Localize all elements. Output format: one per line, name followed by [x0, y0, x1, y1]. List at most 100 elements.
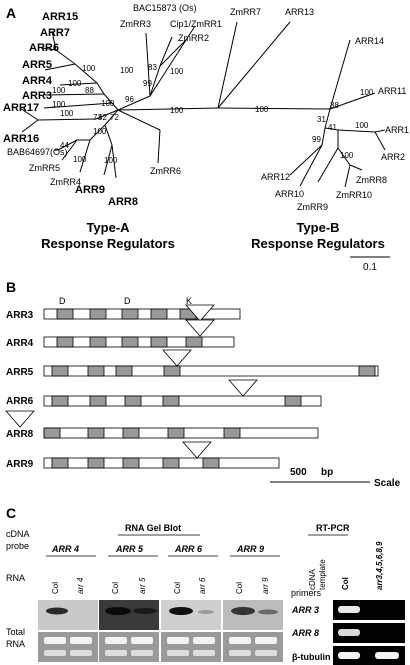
rrna-band: [167, 650, 189, 656]
type-a-title: Type-A: [86, 220, 130, 235]
leaf-label: ARR9: [75, 184, 105, 196]
bootstrap-value: 100: [93, 127, 107, 136]
rtpcr-gels: [333, 600, 405, 665]
panel-c-left-labels: cDNA probe RNA Total RNA: [6, 529, 30, 649]
pcr-band: [338, 606, 360, 613]
gene-scale-word: Scale: [374, 478, 401, 489]
leaf-label: ARR16: [3, 133, 39, 145]
rrna-band: [229, 650, 251, 656]
gene-structures: [5, 304, 379, 483]
blot-arr4: [38, 600, 98, 630]
blot-arr9: [223, 600, 283, 630]
bootstrap-value: 100: [255, 105, 269, 114]
gene-structure-arr3: [43, 304, 241, 322]
rrna-band: [193, 637, 215, 644]
rna-label: RNA: [6, 573, 25, 583]
bootstrap-value: 38: [330, 101, 339, 110]
bootstrap-value: 100: [120, 66, 134, 75]
rrna-band: [105, 637, 127, 644]
bootstrap-value: 100: [101, 99, 115, 108]
gene-label: ARR3: [6, 310, 34, 321]
leaf-label: ARR13: [285, 7, 314, 17]
clade-titles: Type-A Response Regulators Type-B Respon…: [41, 220, 385, 251]
pcr-band: [338, 629, 360, 636]
bootstrap-value: 100: [104, 156, 118, 165]
bootstrap-value: 88: [85, 86, 94, 95]
probe-header: ARR 4: [51, 544, 79, 554]
primer-label: β-tubulin: [292, 652, 330, 662]
panel-a-letter: A: [6, 5, 16, 21]
leaf-label: ZmRR3: [120, 19, 151, 29]
rtpcr-gel-tubulin: [333, 646, 405, 665]
bootstrap-value: 100: [355, 121, 369, 130]
bootstrap-value: 83: [148, 63, 157, 72]
gene-scale-unit: bp: [321, 467, 333, 478]
rrna-band: [131, 650, 153, 656]
type-b-title: Type-B: [296, 220, 339, 235]
motif-d-label: D: [59, 296, 66, 306]
primer-label: ARR 8: [291, 628, 319, 638]
leaf-label: ZmRR10: [336, 190, 372, 200]
gel-blot-title: RNA Gel Blot: [125, 523, 181, 533]
rrna-band: [229, 637, 251, 644]
rrna-band: [44, 637, 66, 644]
gene-structure-arr9: [43, 441, 280, 469]
rrna-band: [193, 650, 215, 656]
leaf-label: ARR6: [29, 42, 59, 54]
gene-label: ARR8: [6, 429, 34, 440]
blot-band: [105, 607, 131, 615]
gene-scale-value: 500: [290, 467, 307, 478]
blot-band: [46, 607, 68, 615]
leaf-label: ZmRR6: [150, 166, 181, 176]
rrna-band: [255, 637, 277, 644]
gene-label: ARR9: [6, 459, 34, 470]
bootstrap-value: 44: [60, 141, 69, 150]
total-rna-gel: [99, 632, 159, 662]
bootstrap-value: 100: [170, 67, 184, 76]
lane-label: Col: [235, 582, 244, 594]
gene-label: ARR6: [6, 396, 34, 407]
total-rna-gels: [38, 632, 283, 662]
total-rna-label: RNA: [6, 639, 25, 649]
probe-header: ARR 6: [174, 544, 203, 554]
bootstrap-value: 100: [68, 79, 82, 88]
leaf-label: ARR17: [3, 102, 39, 114]
lane-label: arr 4: [76, 577, 85, 594]
panel-b-letter: B: [6, 279, 16, 295]
phylogenetic-tree: [19, 21, 390, 258]
rrna-band: [131, 637, 153, 644]
lane-label: arr 5: [138, 577, 147, 594]
pcr-band: [375, 652, 399, 659]
bootstrap-value: 73: [93, 113, 102, 122]
leaf-label: ARR5: [22, 59, 52, 71]
bootstrap-value: 72: [110, 113, 119, 122]
leaf-label: ARR10: [275, 189, 304, 199]
gene-structure-arr4: [43, 319, 235, 348]
blot-band: [258, 609, 278, 615]
total-rna-gel: [223, 632, 283, 662]
gene-structure-arr8: [5, 410, 319, 439]
probe-headers: ARR 4 ARR 5 ARR 6 ARR 9: [51, 544, 264, 554]
leaf-label: ARR4: [22, 75, 53, 87]
rtpcr-gel-arr8: [333, 623, 405, 643]
tree-bold-labels: ARR15 ARR7 ARR6 ARR5 ARR4 ARR3 ARR17 ARR…: [3, 11, 138, 208]
rrna-band: [167, 637, 189, 644]
rrna-band: [105, 650, 127, 656]
bootstrap-value: 100: [82, 64, 96, 73]
gene-label: ARR5: [6, 367, 34, 378]
blot-arr5: [99, 600, 159, 630]
bootstrap-value: 100: [52, 100, 66, 109]
total-rna-label: Total: [6, 627, 25, 637]
bootstrap-value: 31: [317, 115, 326, 124]
leaf-label: ZmRR4: [50, 177, 81, 187]
leaf-label: ARR1: [385, 125, 409, 135]
bootstrap-value: 42: [98, 113, 107, 122]
leaf-label: ZmRR9: [297, 202, 328, 212]
gene-label: ARR4: [6, 338, 34, 349]
primers-labels: primers ARR 3 ARR 8 β-tubulin: [291, 588, 330, 662]
leaf-label: ARR2: [381, 152, 405, 162]
lane-label: arr 9: [261, 577, 270, 594]
cdna-template-label: cDNA: [308, 568, 317, 590]
gene-structure-arr6: [43, 379, 322, 407]
motif-d-label: D: [124, 296, 131, 306]
